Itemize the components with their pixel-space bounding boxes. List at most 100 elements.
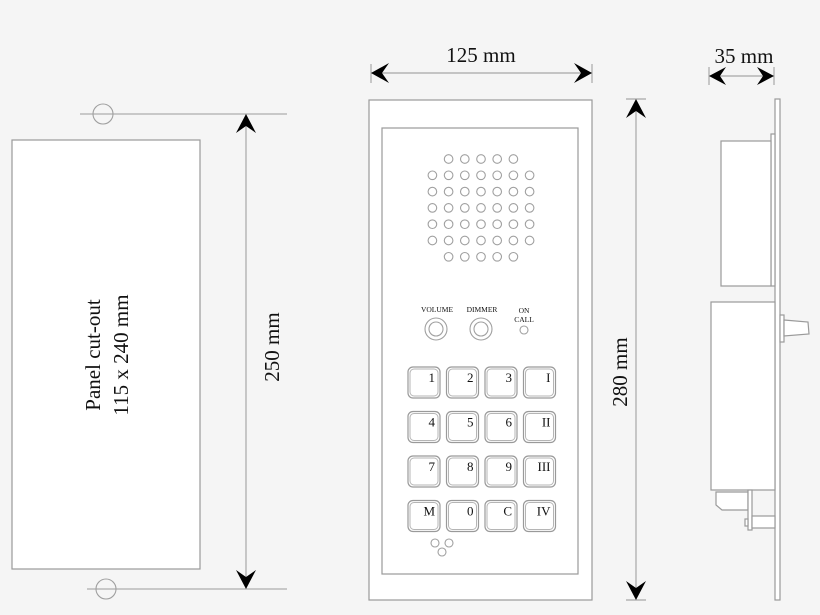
grille-hole <box>508 154 519 164</box>
keypad-key-label: 7 <box>429 459 436 474</box>
grille-hole <box>492 186 503 197</box>
panel-cutout-view: Panel cut-out 115 x 240 mm 250 mm <box>11 103 287 600</box>
top-screw-hole <box>92 103 114 125</box>
grille-hole <box>443 219 454 230</box>
grille-hole <box>508 203 519 213</box>
arrow-left-icon <box>371 63 389 83</box>
keypad-key-label: M <box>423 504 435 519</box>
side-knob <box>783 319 810 337</box>
grille-hole <box>492 251 503 262</box>
keypad-key-4[interactable]: 4 <box>407 410 441 444</box>
grille-hole <box>476 203 486 213</box>
grille-hole <box>524 170 535 181</box>
keypad-key-iv[interactable]: IV <box>522 499 557 533</box>
grille-hole <box>476 235 486 246</box>
grille-hole <box>524 203 535 213</box>
side-front-plate <box>774 98 781 601</box>
grille-hole <box>476 251 486 262</box>
grille-hole <box>427 203 438 213</box>
side-clamp-plate <box>747 489 753 531</box>
on-call-label-line1: ON <box>519 306 530 315</box>
front-height-label: 280 mm <box>608 337 632 406</box>
grille-hole <box>492 203 503 213</box>
grille-hole <box>508 251 519 262</box>
arrow-up-icon <box>626 99 646 118</box>
side-view: 35 mm <box>708 44 810 601</box>
arrow-down-icon <box>236 570 256 589</box>
grille-hole <box>492 235 503 246</box>
keypad-key-label: 5 <box>467 415 474 430</box>
keypad-key-label: 8 <box>467 459 474 474</box>
keypad-key-ii[interactable]: II <box>522 410 557 444</box>
cutout-label-line1: Panel cut-out <box>81 299 105 411</box>
side-depth-label: 35 mm <box>715 44 774 68</box>
side-clamp-bracket <box>715 491 749 511</box>
keypad-key-m[interactable]: M <box>407 499 441 533</box>
keypad-key-0[interactable]: 0 <box>445 499 480 533</box>
keypad-key-i[interactable]: I <box>522 366 557 399</box>
keypad-key-2[interactable]: 2 <box>445 366 480 399</box>
dimmer-knob[interactable] <box>469 317 493 341</box>
keypad-key-5[interactable]: 5 <box>445 410 480 444</box>
arrow-left-icon <box>709 67 726 85</box>
keypad-key-c[interactable]: C <box>484 499 518 533</box>
grille-hole <box>508 235 519 246</box>
grille-hole <box>427 219 438 230</box>
grille-hole <box>443 235 454 246</box>
grille-hole <box>524 235 535 246</box>
grille-hole <box>443 251 454 262</box>
grille-hole <box>459 203 470 213</box>
keypad-key-label: I <box>546 370 550 385</box>
arrow-right-icon <box>574 63 592 83</box>
grille-hole <box>427 186 438 197</box>
grille-hole <box>459 170 470 181</box>
grille-hole <box>427 235 438 246</box>
cutout-rectangle <box>11 139 201 570</box>
side-clamp-nut <box>744 518 749 527</box>
grille-hole <box>443 186 454 197</box>
keypad-key-iii[interactable]: III <box>522 455 557 488</box>
keypad-key-1[interactable]: 1 <box>407 366 441 399</box>
grille-hole <box>492 170 503 181</box>
cutout-label-line2: 115 x 240 mm <box>109 294 133 415</box>
grille-hole <box>476 154 486 164</box>
keypad-key-label: 3 <box>506 370 513 385</box>
speaker-grille <box>427 154 535 262</box>
grille-hole <box>443 170 454 181</box>
volume-label: VOLUME <box>421 305 453 314</box>
arrow-right-icon <box>757 67 774 85</box>
keypad-key-6[interactable]: 6 <box>484 410 518 444</box>
keypad-key-9[interactable]: 9 <box>484 455 518 488</box>
cutout-height-label: 250 mm <box>260 312 284 381</box>
grille-hole <box>427 170 438 181</box>
dimmer-label: DIMMER <box>467 305 498 314</box>
keypad-key-8[interactable]: 8 <box>445 455 480 488</box>
grille-hole <box>459 154 470 164</box>
grille-hole <box>459 251 470 262</box>
keypad-key-label: 0 <box>467 504 474 519</box>
front-plate-inner <box>381 127 579 575</box>
volume-knob[interactable] <box>424 317 448 341</box>
arrow-down-icon <box>626 581 646 600</box>
grille-hole <box>492 154 503 164</box>
on-call-label-line2: CALL <box>514 315 534 324</box>
grille-hole <box>443 154 454 164</box>
keypad-key-3[interactable]: 3 <box>484 366 518 399</box>
grille-hole <box>476 186 486 197</box>
on-call-led <box>519 325 529 335</box>
grille-hole <box>524 219 535 230</box>
front-width-label: 125 mm <box>446 43 515 67</box>
keypad-key-label: III <box>538 459 551 474</box>
keypad-key-7[interactable]: 7 <box>407 455 441 488</box>
grille-hole <box>476 219 486 230</box>
keypad-key-label: II <box>542 415 551 430</box>
grille-hole <box>508 219 519 230</box>
side-lower-housing <box>710 301 776 491</box>
grille-hole <box>459 219 470 230</box>
grille-hole <box>443 203 454 213</box>
keypad-key-label: IV <box>537 504 551 519</box>
grille-hole <box>492 219 503 230</box>
keypad-key-label: 9 <box>506 459 513 474</box>
